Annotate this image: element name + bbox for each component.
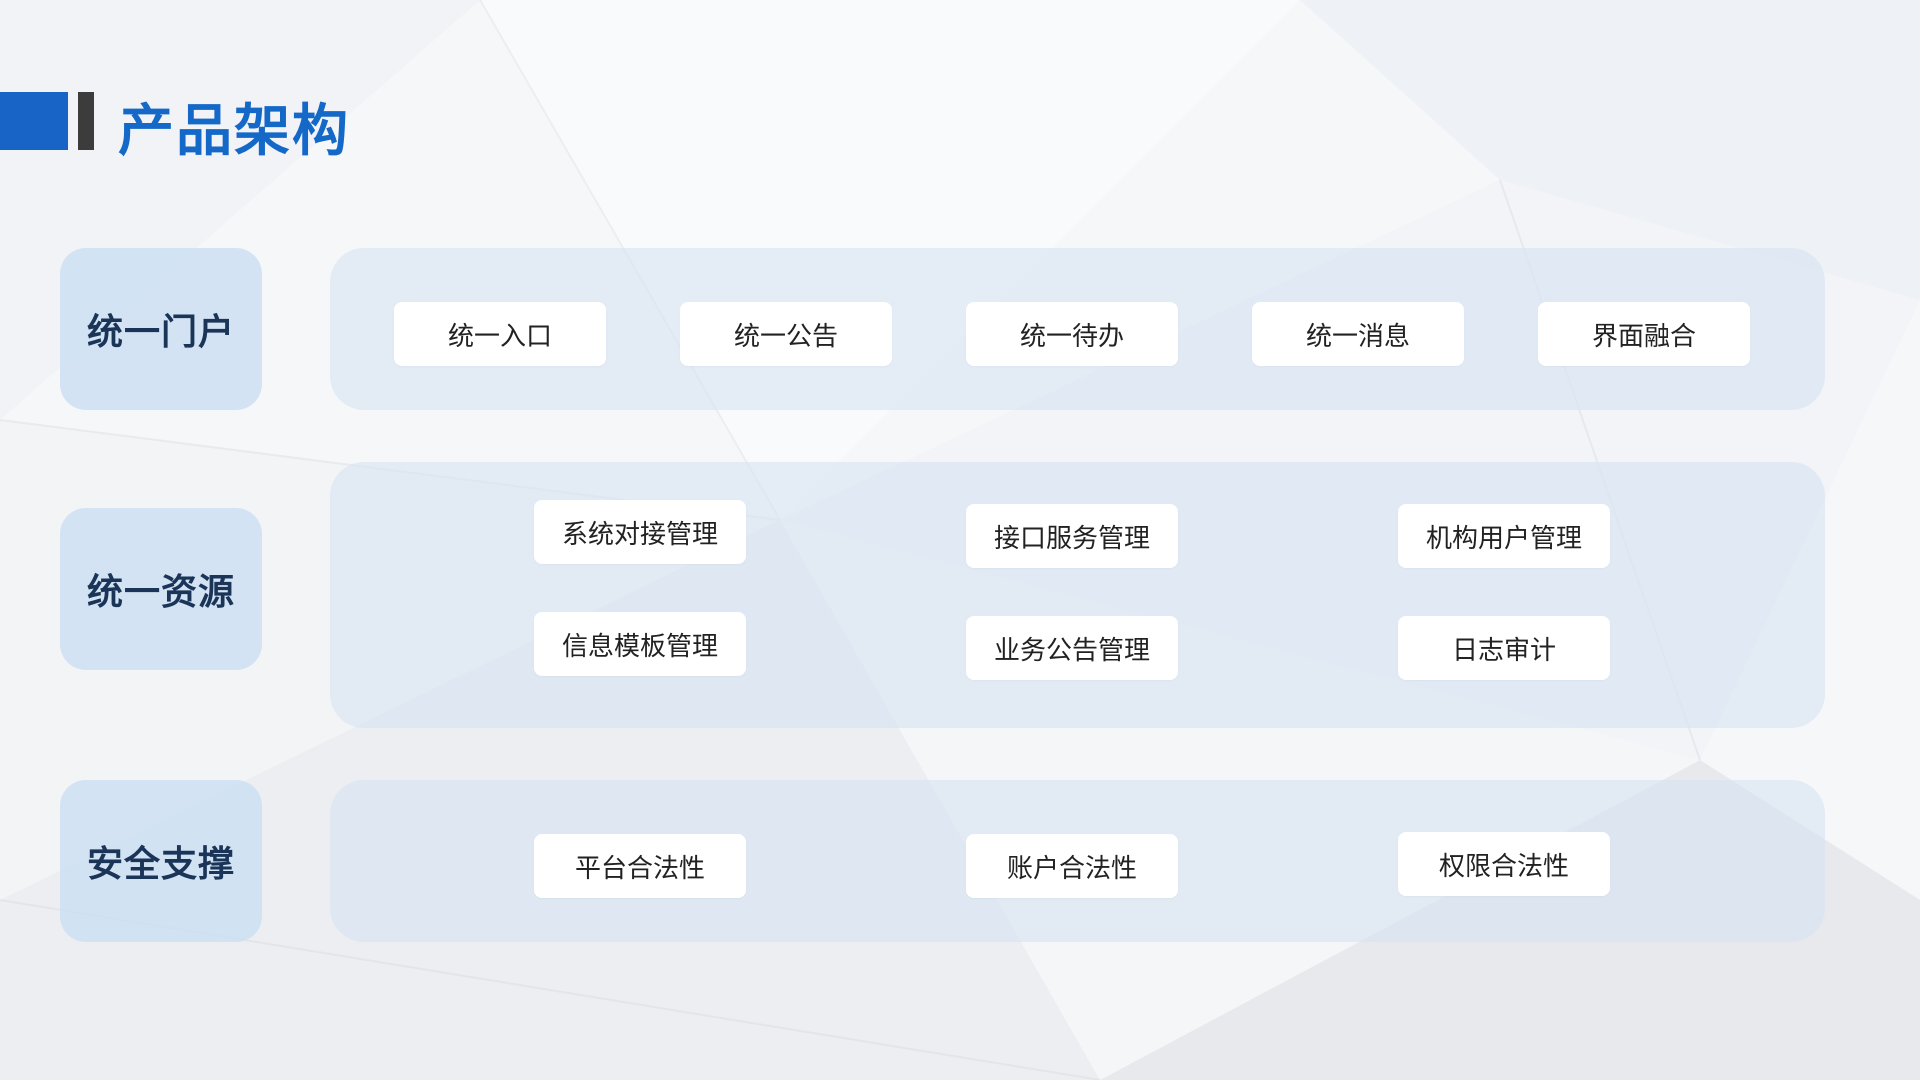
resources-item-business-notice: 业务公告管理 [966, 616, 1178, 680]
resources-item-org-user: 机构用户管理 [1398, 504, 1610, 568]
resources-panel: 系统对接管理 接口服务管理 机构用户管理 信息模板管理 业务公告管理 日志审计 [330, 462, 1825, 728]
resources-item-log-audit: 日志审计 [1398, 616, 1610, 680]
portal-item-ui-fusion: 界面融合 [1538, 302, 1750, 366]
security-item-account-legitimacy: 账户合法性 [966, 834, 1178, 898]
resources-item-system-integration: 系统对接管理 [534, 500, 746, 564]
row-label-security: 安全支撑 [60, 780, 262, 942]
portal-item-unified-entry: 统一入口 [394, 302, 606, 366]
portal-panel: 统一入口 统一公告 统一待办 统一消息 界面融合 [330, 248, 1825, 410]
portal-item-unified-message: 统一消息 [1252, 302, 1464, 366]
security-item-permission-legitimacy: 权限合法性 [1398, 832, 1610, 896]
portal-item-unified-todo: 统一待办 [966, 302, 1178, 366]
row-label-resources: 统一资源 [60, 508, 262, 670]
security-panel: 平台合法性 账户合法性 权限合法性 [330, 780, 1825, 942]
portal-item-unified-notice: 统一公告 [680, 302, 892, 366]
title-accent-bar [78, 92, 94, 150]
title-accent-block [0, 92, 68, 150]
row-label-portal: 统一门户 [60, 248, 262, 410]
resources-item-interface-service: 接口服务管理 [966, 504, 1178, 568]
security-item-platform-legitimacy: 平台合法性 [534, 834, 746, 898]
resources-item-info-template: 信息模板管理 [534, 612, 746, 676]
page-title: 产品架构 [118, 99, 350, 164]
